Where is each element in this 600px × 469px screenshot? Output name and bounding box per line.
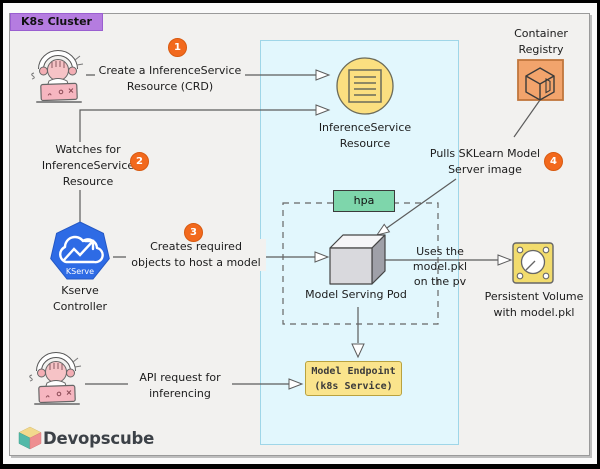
label-model-serving-pod: Model Serving Pod [305, 288, 407, 301]
label-creates: Creates required objects to host a model [126, 239, 266, 271]
cluster-title: K8s Cluster [10, 13, 103, 31]
hpa-box: hpa [333, 190, 395, 212]
label-kserve-controller: Kserve Controller [52, 284, 108, 313]
label-container-registry: Container Registry [514, 27, 568, 56]
label-api-request: API request for inferencing [128, 370, 232, 402]
label-create-crd: Create a InferenceService Resource (CRD) [95, 63, 245, 95]
step-badge-1: 1 [168, 38, 187, 57]
model-endpoint-box: Model Endpoint (k8s Service) [305, 361, 402, 396]
label-uses-pv: Uses the model.pkl on the pv [412, 245, 468, 288]
label-persistent-volume: Persistent Volume with model.pkl [484, 290, 584, 319]
label-inference-resource: InferenceService Resource [318, 121, 412, 150]
label-pulls-image: Pulls SKLearn Model Server image [429, 147, 541, 176]
step-badge-4: 4 [544, 152, 563, 171]
step-badge-2: 2 [130, 152, 149, 171]
label-watches: Watches for InferenceService Resource [36, 142, 140, 190]
devopscube-logo-text: Devopscube [43, 429, 155, 448]
step-badge-3: 3 [184, 223, 203, 242]
